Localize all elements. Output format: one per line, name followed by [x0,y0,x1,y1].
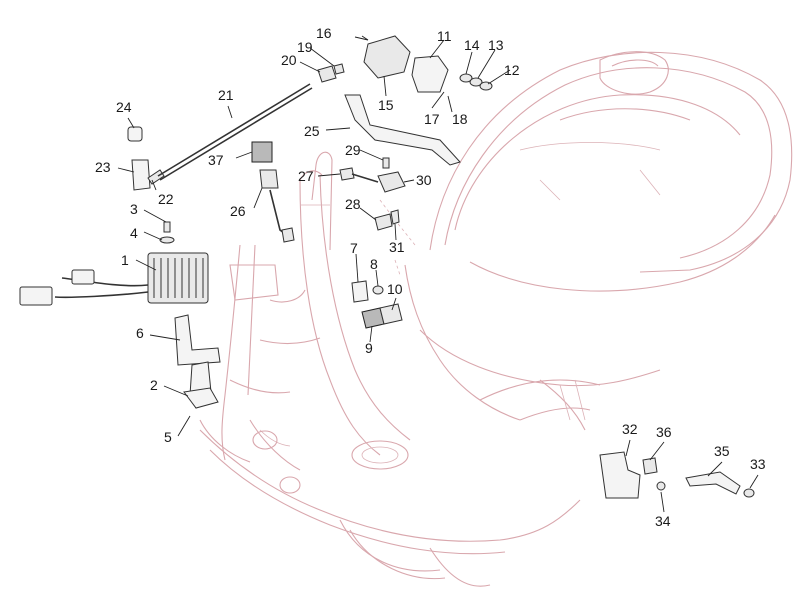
callout-7: 7 [350,240,358,256]
callout-22: 22 [158,191,174,207]
scooter-frame [199,51,793,587]
parts [19,35,755,499]
callout-16: 16 [316,25,332,41]
callout-36: 36 [656,424,672,440]
callout-37: 37 [208,152,224,168]
callout-20: 20 [281,52,297,68]
callout-14: 14 [464,37,480,53]
callout-32: 32 [622,421,638,437]
callout-23: 23 [95,159,111,175]
callout-31: 31 [389,239,405,255]
callout-34: 34 [655,513,671,529]
voltage-regulator [147,252,209,304]
callout-17: 17 [424,111,440,127]
callout-4: 4 [130,225,138,241]
callout-27: 27 [298,168,314,184]
callout-1: 1 [121,252,129,268]
callout-15: 15 [378,97,394,113]
callout-25: 25 [304,123,320,139]
callout-19: 19 [297,39,313,55]
leader-lines [117,35,759,513]
callout-8: 8 [370,256,378,272]
relay [363,35,411,79]
callout-5: 5 [164,429,172,445]
callout-24: 24 [116,99,132,115]
callout-labels: 1 2 3 4 5 6 7 8 9 10 11 12 13 14 15 16 1… [95,25,766,529]
connector-b [19,286,53,306]
connector-a [71,269,95,285]
callout-9: 9 [365,340,373,356]
callout-6: 6 [136,325,144,341]
callout-21: 21 [218,87,234,103]
callout-11: 11 [437,28,452,44]
callout-26: 26 [230,203,246,219]
callout-10: 10 [387,281,403,297]
callout-35: 35 [714,443,730,459]
callout-2: 2 [150,377,158,393]
callout-13: 13 [488,37,504,53]
callout-28: 28 [345,196,361,212]
callout-18: 18 [452,111,468,127]
callout-30: 30 [416,172,432,188]
callout-29: 29 [345,142,361,158]
callout-3: 3 [130,201,138,217]
callout-33: 33 [750,456,766,472]
callout-12: 12 [504,62,520,78]
